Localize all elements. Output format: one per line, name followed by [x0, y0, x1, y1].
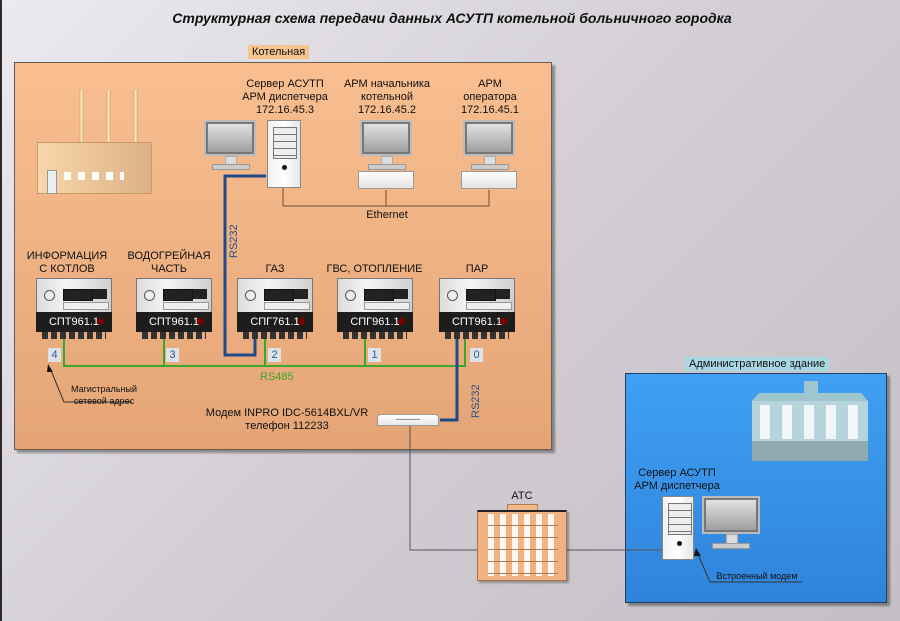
ethernet-label: Ethernet	[366, 209, 408, 221]
address-badge: 0	[470, 348, 483, 362]
server-label: Сервер АСУТП АРМ диспетчера 172.16.45.3	[242, 78, 328, 116]
address-pointer	[49, 367, 132, 403]
meter-caption: ГВС, ОТОПЛЕНИЕ	[326, 263, 423, 275]
modem-pointer	[696, 551, 802, 583]
admin-building-icon	[752, 381, 870, 461]
meter-caption: ГАЗ	[265, 263, 285, 275]
admin-building-label: Административное здание	[685, 357, 830, 371]
diagram-title: Структурная схема передачи данных АСУТП …	[172, 10, 732, 26]
operator-workstation-label: АРМ оператора 172.16.45.1	[460, 78, 520, 116]
desktop-unit-icon	[461, 171, 517, 189]
rs232-label-bottom: RS232	[470, 384, 482, 418]
gas-meter: СПГ961.1	[337, 278, 413, 340]
heat-meter: СПТ961.1	[439, 278, 515, 340]
gas-meter: СПГ761.1	[237, 278, 313, 340]
address-badge: 1	[368, 348, 381, 362]
desktop-unit-icon	[358, 171, 414, 189]
address-badge: 3	[166, 348, 179, 362]
chief-workstation-label: АРМ начальника котельной 172.16.45.2	[343, 78, 431, 116]
heat-meter: СПТ961.1	[36, 278, 112, 340]
heat-meter: СПТ961.1	[136, 278, 212, 340]
built-in-modem-note: Встроенный модем	[716, 571, 798, 581]
address-badge: 2	[268, 348, 281, 362]
boiler-house-icon	[37, 90, 157, 195]
telephone-exchange-icon	[477, 504, 567, 581]
monitor-icon	[360, 120, 412, 170]
admin-monitor-icon	[702, 496, 760, 549]
meter-caption: ПАР	[465, 263, 489, 275]
modem-icon: --------	[377, 414, 439, 426]
rs232-label-top: RS232	[228, 224, 240, 258]
admin-server-tower-icon	[662, 496, 694, 560]
boiler-room-label: Котельная	[248, 45, 310, 59]
rs232-line-top	[223, 174, 266, 357]
monitor-icon	[463, 120, 515, 170]
server-tower-icon	[267, 120, 301, 188]
rs232-line-bottom	[440, 338, 459, 422]
ats-label: АТС	[511, 490, 533, 502]
address-badge: 4	[48, 348, 61, 362]
rs485-label: RS485	[260, 371, 294, 383]
monitor-icon	[204, 120, 256, 170]
phone-line-modem-ats	[409, 426, 478, 551]
